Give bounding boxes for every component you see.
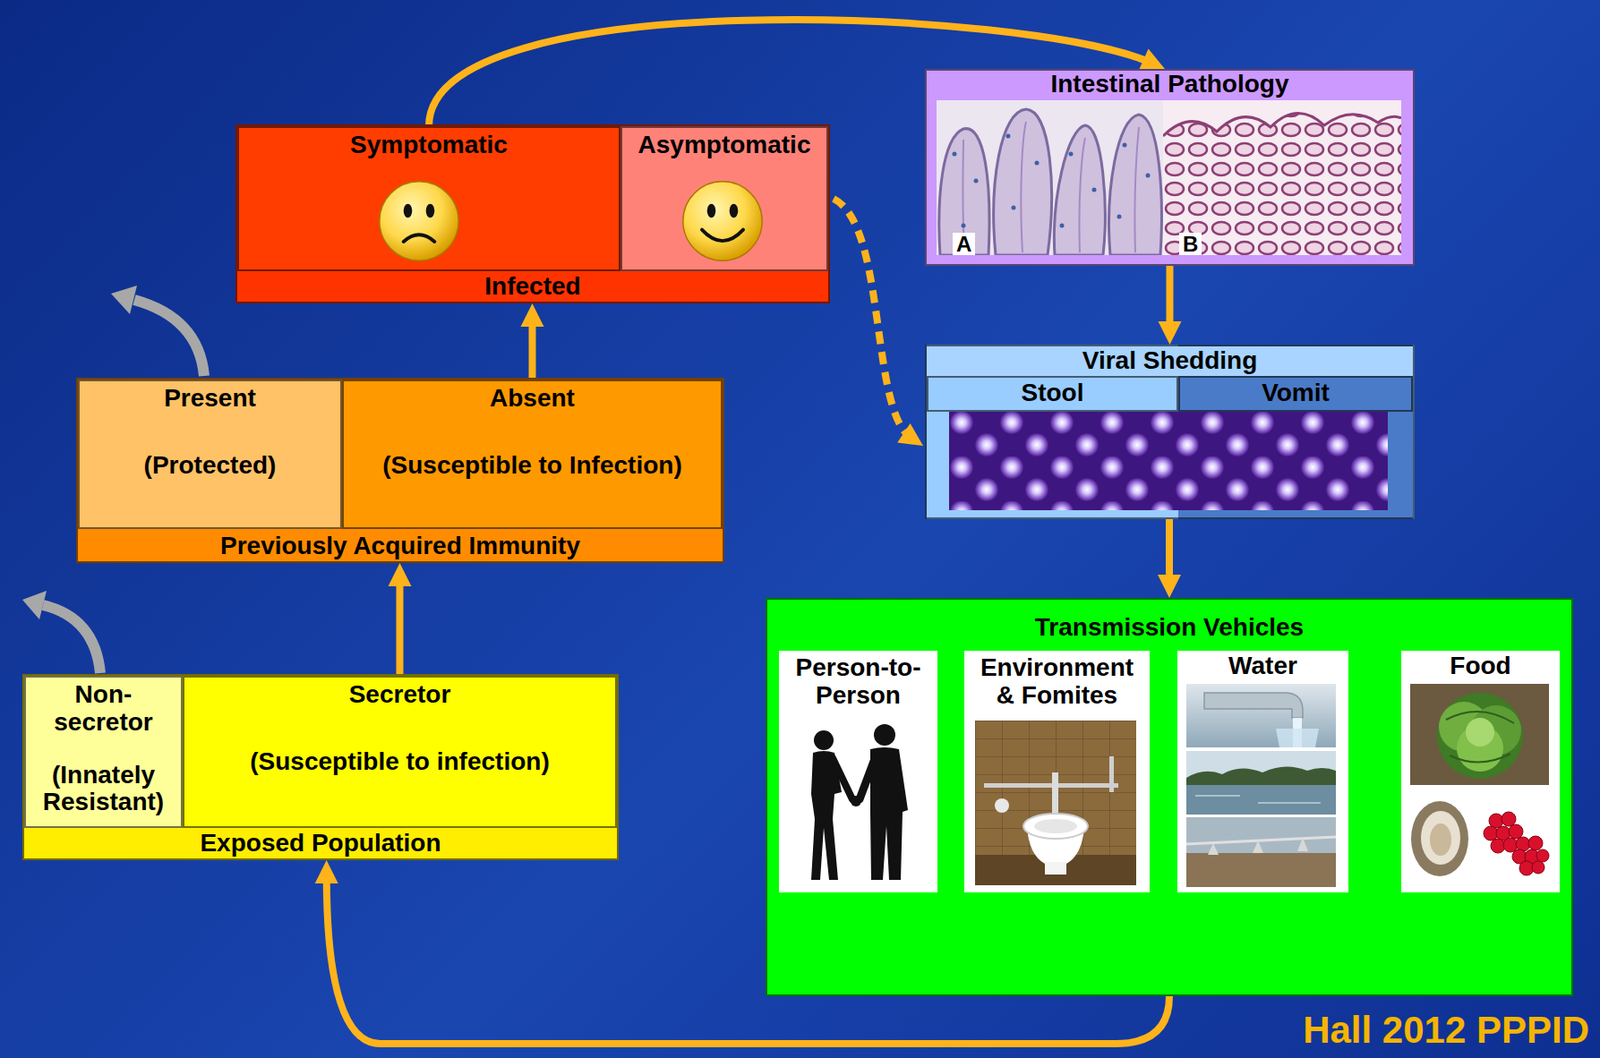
box-text: (Susceptible to Infection): [378, 452, 685, 480]
asymptomatic-box: Asymptomatic: [620, 126, 829, 272]
flow-arrow: [1158, 265, 1182, 345]
box-heading: Stool: [1018, 379, 1088, 408]
lake-photo: [1186, 751, 1336, 815]
pathology-panel: Intestinal PathologyAB: [924, 68, 1415, 266]
handshake-photo: [787, 720, 925, 886]
box-heading: Infected: [480, 273, 584, 301]
label-cell: A: [936, 232, 1164, 256]
susceptible-box: Absent (Susceptible to Infection): [342, 379, 723, 530]
box-heading: Present: [160, 385, 260, 413]
box-text: (Innately Resistant): [25, 761, 181, 818]
flow-line: [529, 317, 537, 380]
oyster-photo: [1406, 789, 1474, 884]
flow-arrow: [388, 563, 412, 676]
box-heading: Food: [1445, 652, 1515, 681]
arrowhead: [1158, 321, 1182, 345]
flow-line: [833, 198, 912, 438]
transmission-panel: Transmission Vehicles Person-to- Person …: [765, 598, 1574, 997]
flow-line: [1166, 265, 1174, 331]
box-text: A: [952, 232, 976, 256]
lettuce-photo: [1410, 684, 1549, 786]
box-heading: Symptomatic: [346, 131, 512, 160]
immunity-group: Previously Acquired Immunity Present (Prot…: [76, 377, 725, 564]
label-cell: B: [1163, 232, 1402, 256]
grey-arrow: [134, 299, 205, 377]
vomit-box: Vomit: [1178, 376, 1413, 412]
box-heading: Intestinal Pathology: [1046, 70, 1292, 99]
happy-face-icon: [679, 178, 766, 265]
symptomatic-box: Symptomatic: [237, 126, 621, 272]
box-text: (Protected): [140, 452, 281, 480]
box-text: B: [1179, 232, 1202, 256]
arrowhead: [315, 860, 339, 884]
box-heading: Vomit: [1257, 379, 1334, 408]
vehicle-box: Environment & Fomites: [964, 650, 1150, 893]
flow-arrow: [833, 198, 924, 446]
vehicle-box: Water: [1177, 650, 1349, 893]
infected-group: Infected Symptomatic Asymptomatic: [235, 124, 830, 304]
arrowhead: [897, 423, 924, 446]
vehicle-box: Food: [1401, 650, 1560, 893]
arrowhead: [388, 563, 412, 587]
flow-line: [1165, 519, 1173, 584]
box-heading: Person-to- Person: [778, 654, 938, 711]
restroom-photo: [975, 720, 1137, 886]
arrowhead: [521, 303, 545, 327]
grey-arrowhead: [111, 285, 137, 315]
arrowhead: [1138, 49, 1165, 71]
tap-water-photo: [1186, 684, 1336, 748]
box-heading: Transmission Vehicles: [1031, 614, 1308, 642]
flow-arrow: [1157, 519, 1181, 599]
raspberry-photo: [1476, 794, 1553, 880]
shedding-panel: Viral SheddingStool Vomit: [924, 344, 1415, 520]
stool-box: Stool: [926, 376, 1179, 412]
secretor-box: Secretor (Susceptible to infection): [182, 675, 617, 829]
exposed-group: Exposed Population Non- secretor (Innately…: [22, 674, 619, 861]
box-heading: Environment & Fomites: [964, 654, 1150, 711]
flow-line: [396, 577, 404, 676]
box-heading: Water: [1224, 652, 1301, 681]
grey-arrow: [42, 605, 101, 674]
label-holder: Hall 2012 PPPID: [1302, 1009, 1590, 1052]
flow-arrow: [521, 303, 545, 380]
box-heading: Viral Shedding: [1078, 347, 1262, 376]
box-heading: Secretor: [345, 681, 455, 710]
sad-face-icon: [376, 178, 463, 265]
protected-box: Present (Protected): [77, 379, 343, 530]
vehicle-box: Person-to- Person: [778, 650, 938, 893]
irrigation-photo: [1186, 817, 1336, 888]
label-row: AB: [926, 232, 1413, 256]
box-heading: Previously Acquired Immunity: [216, 532, 584, 561]
arrowhead: [1157, 574, 1181, 599]
box-heading: Asymptomatic: [634, 131, 815, 160]
source-label: Hall 2012 PPPID: [1302, 1009, 1590, 1052]
box-heading: Exposed Population: [196, 829, 445, 858]
box-heading: Non- secretor: [25, 681, 181, 737]
box-text: (Susceptible to infection): [246, 748, 553, 777]
virus-micrograph: [949, 411, 1388, 511]
box-heading: Absent: [486, 385, 579, 413]
grey-arrowhead: [22, 590, 47, 620]
resistant-box: Non- secretor (Innately Resistant): [24, 675, 183, 829]
